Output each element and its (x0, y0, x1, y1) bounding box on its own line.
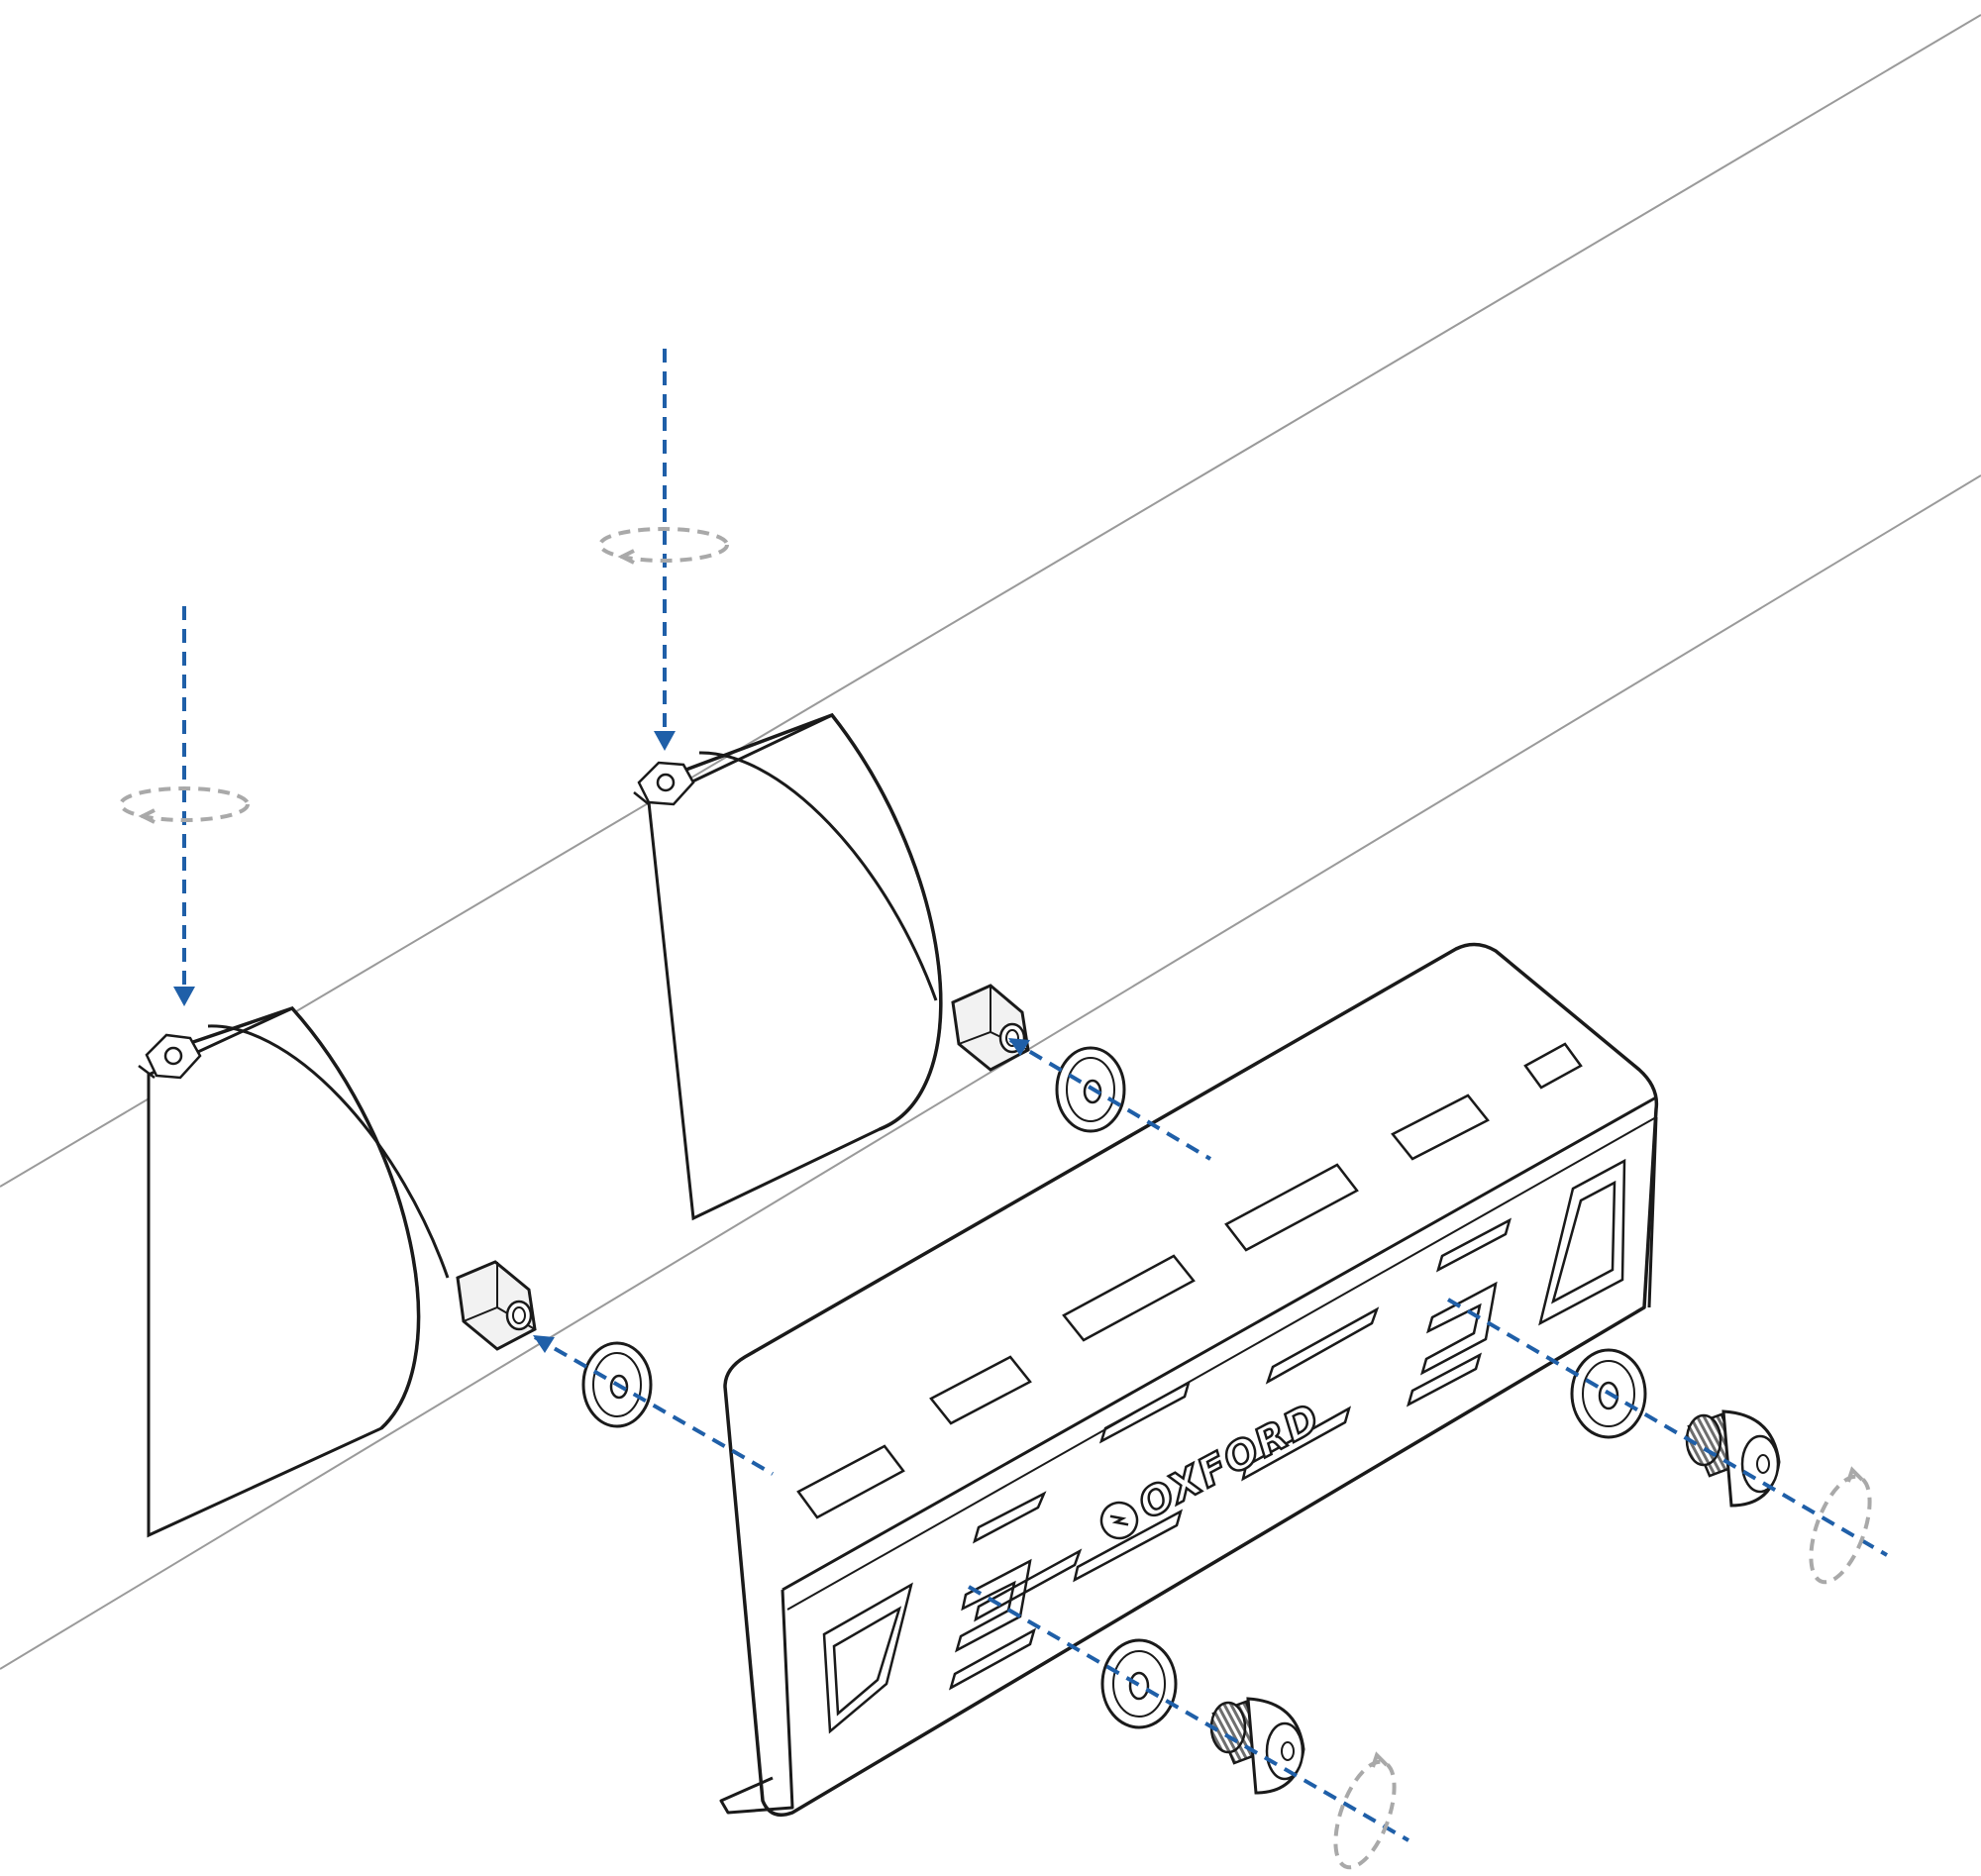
heat-shield-front-flange (719, 1589, 794, 1815)
tube-top-edge (0, 14, 1981, 1188)
clamp-front-band-inner (207, 1024, 450, 1279)
clamp-rear-band-outer (682, 712, 943, 1131)
assembly-path-shield-right (1446, 1298, 1889, 1557)
rotation-arrow-icon (119, 786, 250, 824)
bolt-shield-left (1209, 1697, 1305, 1795)
heat-shield-side-cutouts (822, 1158, 1626, 1734)
assembly-path-shield-left (968, 1585, 1409, 1842)
clamp-rear (633, 712, 1030, 1221)
clamp-front-hex-nut (456, 1260, 537, 1351)
oxford-logo-icon (1099, 1501, 1139, 1540)
tube-bottom-edge (0, 474, 1981, 1670)
bolt-shield-right (1685, 1409, 1781, 1508)
heat-shield: OXFORD (719, 942, 1659, 1817)
exhaust-tube (0, 14, 1981, 1670)
heat-shield-slot-vents (948, 1217, 1512, 1691)
rotation-arrow-icon (1333, 1751, 1397, 1870)
arrow-heads (533, 1038, 1030, 1353)
heat-shield-fold-line (782, 1095, 1657, 1592)
clamp-front-top-screw (138, 1033, 202, 1080)
assembly-path-rear (1008, 1038, 1212, 1161)
assembly-paths (534, 1038, 1889, 1842)
clamp-rear-band-inner (698, 751, 938, 1001)
clamp-front-sleeve (147, 1006, 420, 1538)
clamp-front (138, 1005, 537, 1538)
clamp-front-band-outer (192, 1005, 421, 1430)
heat-shield-top-vents (796, 1042, 1583, 1519)
assembly-path-front (534, 1335, 774, 1476)
rotation-arrow-icon (1809, 1466, 1872, 1585)
clamp-rear-hex-nut (951, 984, 1030, 1072)
clamp-rear-top-screw (633, 761, 695, 806)
rotation-arrow-icon (598, 527, 729, 565)
downward-arrow-icon (173, 606, 195, 1006)
heat-shield-top-plate (723, 942, 1659, 1817)
downward-arrow-icon (654, 349, 676, 751)
